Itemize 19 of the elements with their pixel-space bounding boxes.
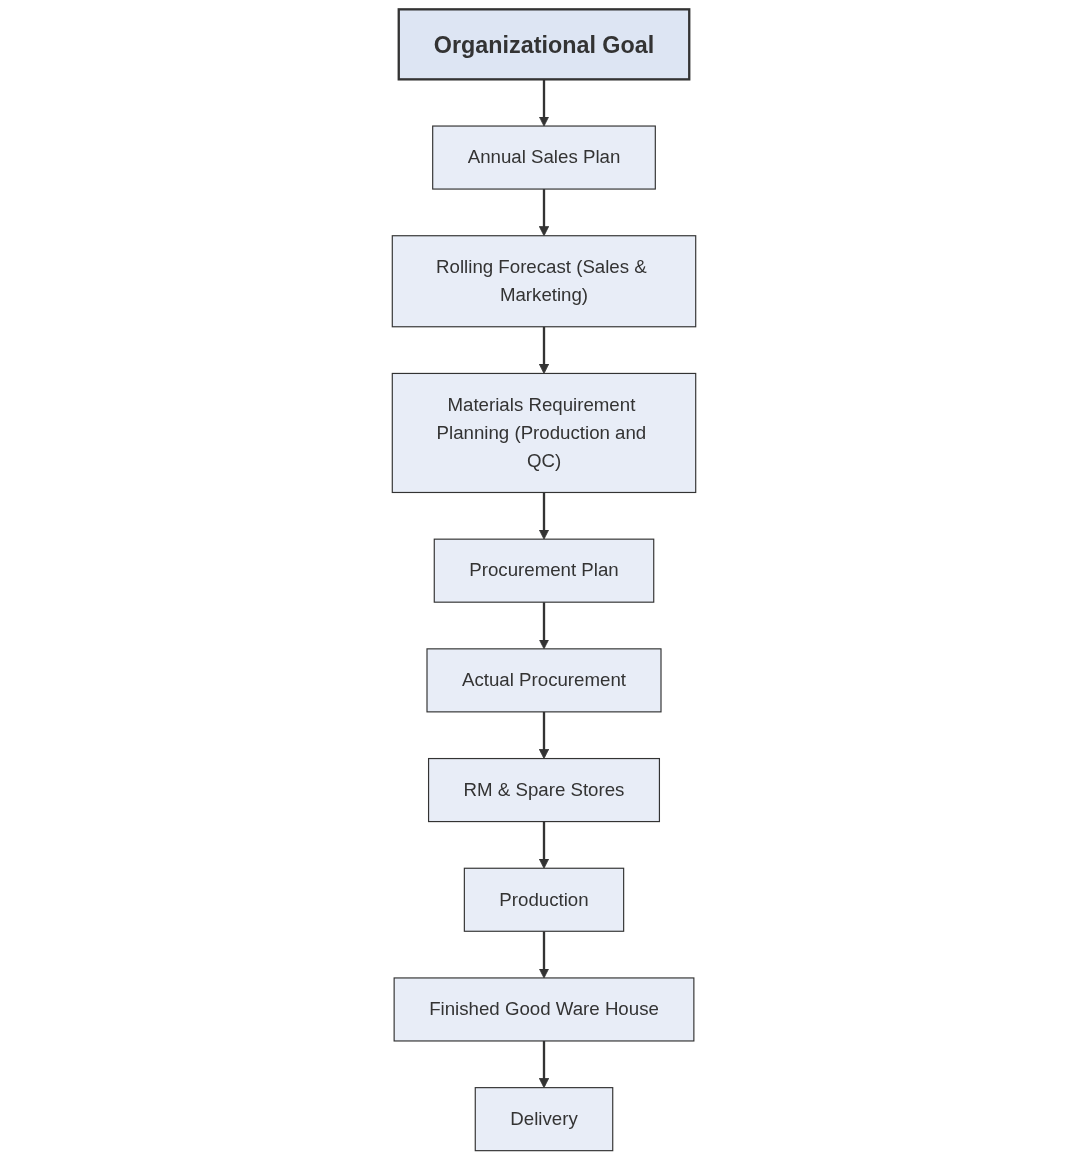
arrow [538,602,550,650]
arrow [538,821,550,869]
arrow [538,79,550,127]
node-box: Delivery [474,1087,614,1152]
arrow [538,189,550,237]
node-box: Finished Good Ware House [393,977,695,1042]
node-box: Materials Requirement Planning (Production and QC) [391,372,697,494]
arrow [538,1040,550,1089]
node-box: RM & Spare Stores [428,757,660,823]
node-box: Production [463,867,625,932]
node-box: Procurement Plan [433,538,655,603]
arrow [538,931,550,979]
node-box: Annual Sales Plan [432,125,656,190]
arrow [538,492,550,540]
arrow [538,711,550,759]
arrow [538,326,550,374]
node-box: Rolling Forecast (Sales & Marketing) [391,235,697,328]
node-box: Actual Procurement [426,648,662,713]
node-box: Organizational Goal [397,8,691,81]
